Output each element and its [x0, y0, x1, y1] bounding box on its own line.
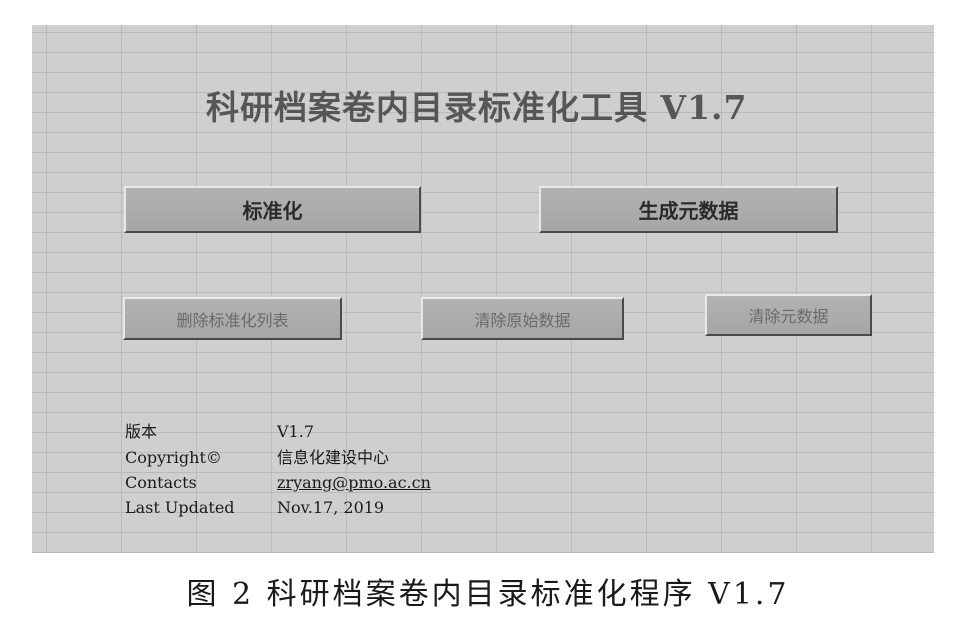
clear-metadata-button[interactable]: 清除元数据 [705, 294, 872, 336]
standardize-button[interactable]: 标准化 [124, 186, 421, 233]
last-updated-label: Last Updated [125, 498, 235, 517]
clear-raw-data-button[interactable]: 清除原始数据 [421, 297, 624, 340]
last-updated-value: Nov.17, 2019 [277, 498, 385, 517]
contacts-label: Contacts [125, 473, 197, 492]
copyright-label: Copyright© [125, 448, 222, 467]
version-label: 版本 [125, 422, 158, 441]
spreadsheet-background [32, 25, 934, 553]
copyright-value: 信息化建设中心 [277, 448, 390, 467]
figure-caption: 图 2 科研档案卷内目录标准化程序 V1.7 [186, 577, 790, 612]
generate-metadata-button[interactable]: 生成元数据 [539, 186, 838, 233]
delete-standardized-list-button[interactable]: 删除标准化列表 [123, 297, 342, 340]
version-value: V1.7 [277, 422, 314, 441]
app-title: 科研档案卷内目录标准化工具 V1.7 [206, 88, 748, 127]
contact-email-link[interactable]: zryang@pmo.ac.cn [277, 473, 431, 492]
